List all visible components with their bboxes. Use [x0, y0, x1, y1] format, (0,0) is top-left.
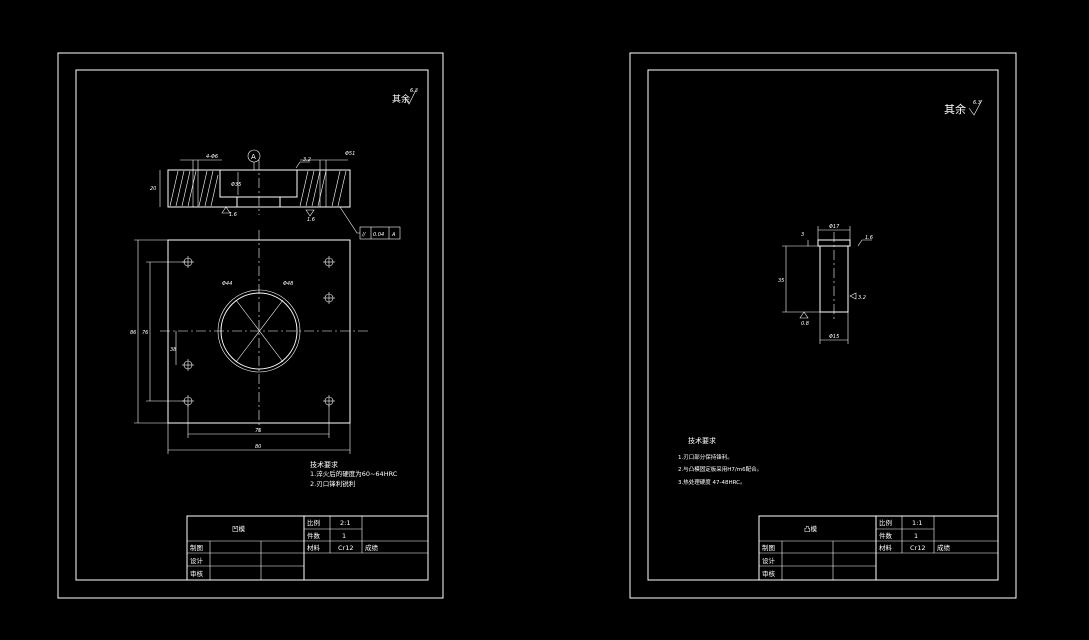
right-part-name: 凸模 [804, 524, 818, 533]
left-qty-value: 1 [342, 532, 346, 540]
punch-view: Φ17 1.6 3 35 3.2 0.8 Φ15 [778, 224, 873, 344]
right-material-value: Cr12 [910, 544, 925, 552]
left-sheet-outer-border [57, 52, 444, 599]
dim-bottom-dia: Φ15 [829, 334, 839, 340]
right-scale-label: 比例 [879, 518, 892, 527]
left-design-label: 设计 [190, 556, 204, 565]
right-draw-label: 制图 [762, 543, 775, 552]
right-weight-label: 成绩 [937, 543, 951, 552]
dim-top-dia: Φ17 [829, 224, 840, 230]
dim-ra-top-right: 1.6 [865, 235, 873, 241]
right-tech-line-3: 3.热处理硬度 47-48HRC。 [678, 478, 746, 486]
left-scale-label: 比例 [307, 518, 320, 527]
dim-thickness: 20 [150, 186, 156, 192]
left-tech-title: 技术要求 [310, 460, 338, 469]
dim-ra-bottom-right: 0.8 [801, 321, 809, 327]
left-tech-line-1: 1.淬火后的硬度为60~64HRC [310, 469, 398, 478]
right-tech-requirements: 技术要求 1.刃口部分保持锋利。 2.与凸模固定板采用H7/m6配合。 3.热处… [678, 436, 762, 486]
dim-outer-circle: Φ48 [283, 281, 293, 287]
left-plan-view: Φ44 Φ48 86 76 38 7 [130, 230, 370, 454]
right-scale-value: 1:1 [912, 519, 922, 527]
dim-offset: 38 [170, 347, 176, 353]
left-sheet-inner-border [75, 69, 429, 581]
tol-value: 0.04 [373, 232, 384, 238]
right-tech-line-2: 2.与凸模固定板采用H7/m6配合。 [678, 465, 762, 473]
dim-ra-top: 3.2 [303, 157, 311, 163]
left-scale-value: 2:1 [340, 519, 350, 527]
right-qty-value: 1 [914, 532, 918, 540]
right-title-block: 凸模 比例 1:1 件数 1 材料 Cr12 成绩 制图 设计 审核 [758, 515, 999, 581]
left-section-view: 4-Φ6 Φ51 3.2 20 Φ35 1.6 1.6 A [150, 149, 355, 223]
left-roughness-symbol [404, 89, 417, 105]
tol-symbol: // [361, 232, 367, 238]
left-draw-label: 制图 [190, 543, 203, 552]
dim-ra-bottom: 1.6 [307, 217, 315, 223]
right-sheet: 其余 6.3 Φ17 1.6 3 35 3.2 0.8 [629, 52, 1017, 599]
right-roughness-value: 6.3 [973, 100, 981, 106]
right-qty-label: 件数 [879, 531, 893, 540]
dim-width-total: 80 [255, 444, 261, 450]
dim-outer-dia: Φ51 [345, 151, 355, 157]
right-roughness-symbol [968, 99, 983, 116]
dim-height-total: 86 [130, 330, 136, 336]
right-tech-line-1: 1.刃口部分保持锋利。 [678, 453, 733, 461]
left-part-name: 凹模 [232, 524, 246, 533]
left-material-label: 材料 [307, 543, 321, 552]
left-roughness-value: 6.3 [410, 88, 418, 94]
dim-ra-left: 1.6 [229, 212, 237, 218]
left-weight-label: 成绩 [365, 543, 379, 552]
left-sheet: 其余 6.3 [57, 52, 444, 599]
dim-width-inner: 76 [255, 428, 261, 434]
right-tech-title: 技术要求 [688, 436, 716, 445]
left-tech-requirements: 技术要求 1.淬火后的硬度为60~64HRC 2.刃口锋利锐利 [310, 460, 398, 488]
left-tech-line-2: 2.刃口锋利锐利 [310, 479, 355, 488]
tol-datum: A [391, 232, 396, 238]
dim-ra-right-side: 3.2 [858, 295, 866, 301]
left-title-block: 凹模 比例 2:1 件数 1 材料 Cr12 成绩 制图 设计 审核 [186, 515, 429, 581]
left-material-value: Cr12 [338, 544, 353, 552]
left-roughness-note: 其余 [392, 93, 410, 105]
dim-holes: 4-Φ6 [206, 154, 218, 160]
dim-height-inner: 76 [142, 330, 148, 336]
datum-label: A [251, 153, 256, 161]
right-sheet-inner-border [647, 69, 999, 581]
right-design-label: 设计 [762, 556, 776, 565]
right-roughness-note: 其余 [944, 102, 966, 116]
right-sheet-outer-border [629, 52, 1017, 599]
dim-bore: Φ35 [231, 182, 241, 188]
dim-length: 35 [778, 278, 784, 284]
dim-top-step: 3 [801, 232, 804, 238]
dim-inner-dia: Φ44 [222, 281, 232, 287]
right-review-label: 审核 [762, 569, 776, 578]
left-review-label: 审核 [190, 569, 204, 578]
left-qty-label: 件数 [307, 531, 321, 540]
tolerance-frame: // 0.04 A [339, 206, 401, 240]
right-material-label: 材料 [879, 543, 893, 552]
